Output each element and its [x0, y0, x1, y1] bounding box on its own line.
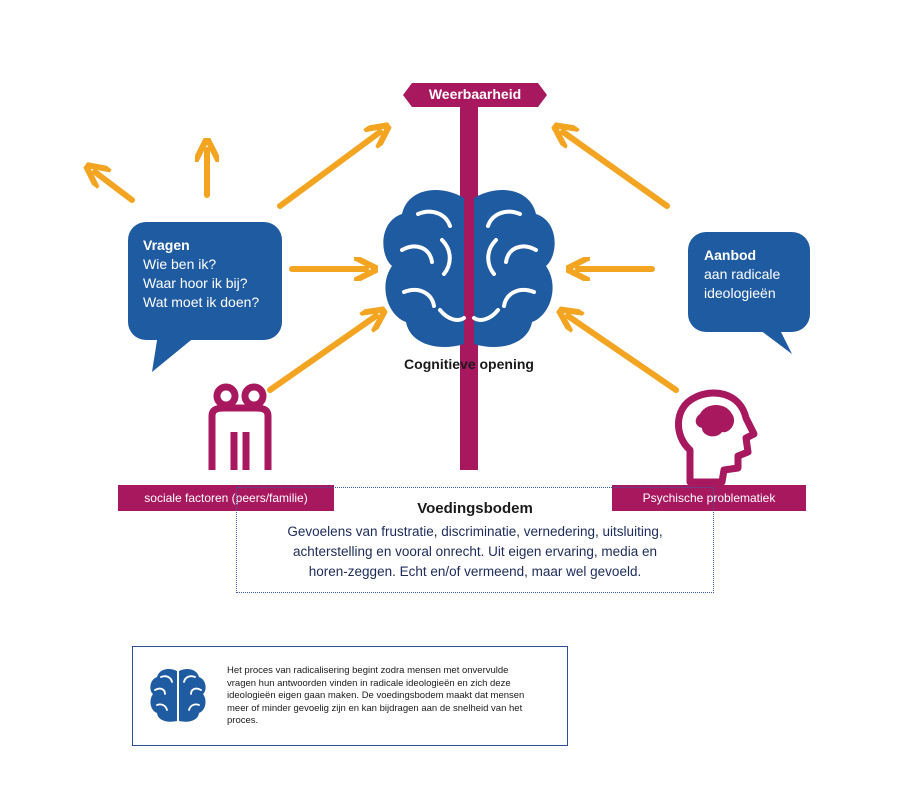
info-text: Het proces van radicalisering begint zod… [227, 665, 563, 728]
voedingsbodem-text: Gevoelens van frustratie, discriminatie,… [236, 522, 714, 582]
right-bubble-line: aan radicale [704, 266, 781, 282]
left-bubble-line: Wat moet ik doen? [143, 294, 260, 310]
voedingsbodem-line: horen-zeggen. Echt en/of vermeend, maar … [308, 564, 642, 579]
head-icon [675, 389, 758, 486]
psychic-problems-bar: Psychische problematiek [612, 485, 806, 511]
right-bubble-title: Aanbod [704, 247, 757, 263]
brain-icon [383, 190, 555, 348]
voedingsbodem-line: achterstelling en vooral onrecht. Uit ei… [293, 544, 657, 559]
brain-icon [150, 669, 206, 722]
arrow-icon [95, 172, 135, 203]
voedingsbodem-box [236, 487, 714, 593]
voedingsbodem-line: Gevoelens van frustratie, discriminatie,… [287, 524, 663, 539]
right-bubble-text: Aanbod aan radicale ideologieën [704, 246, 780, 303]
left-bubble-text: Vragen Wie ben ik? Waar hoor ik bij? Wat… [143, 236, 259, 312]
arrow-icon [563, 132, 670, 209]
signpost-icon [403, 83, 547, 470]
info-line: meer of minder gevoelig zijn en kan bijd… [227, 702, 523, 714]
info-line: Het proces van radicalisering begint zod… [227, 665, 509, 676]
left-bubble-line: Wie ben ik? [143, 256, 217, 272]
info-line: ideologieën eigen gaan maken. De voeding… [227, 690, 525, 701]
info-box: Het proces van radicalisering begint zod… [132, 646, 568, 746]
arrow-icon [568, 316, 679, 393]
info-line: vragen hun antwoorden vinden in radicale… [227, 677, 511, 689]
left-bubble-title: Vragen [143, 237, 190, 253]
left-bubble-shape [128, 222, 282, 372]
people-icon [208, 383, 272, 470]
brain-caption: Cognitieve opening [404, 356, 534, 372]
right-bubble-line: ideologieën [704, 285, 776, 301]
social-factors-bar: sociale factoren (peers/familie) [118, 485, 334, 511]
signpost-label: Weerbaarheid [428, 86, 522, 102]
info-line: proces. [227, 715, 259, 726]
voedingsbodem-title: Voedingsbodem [417, 500, 533, 517]
left-bubble-line: Waar hoor ik bij? [143, 275, 248, 291]
right-bubble-shape [688, 232, 810, 354]
arrow-icon [267, 316, 376, 393]
arrow-icon [277, 132, 380, 209]
arrows [95, 132, 679, 393]
